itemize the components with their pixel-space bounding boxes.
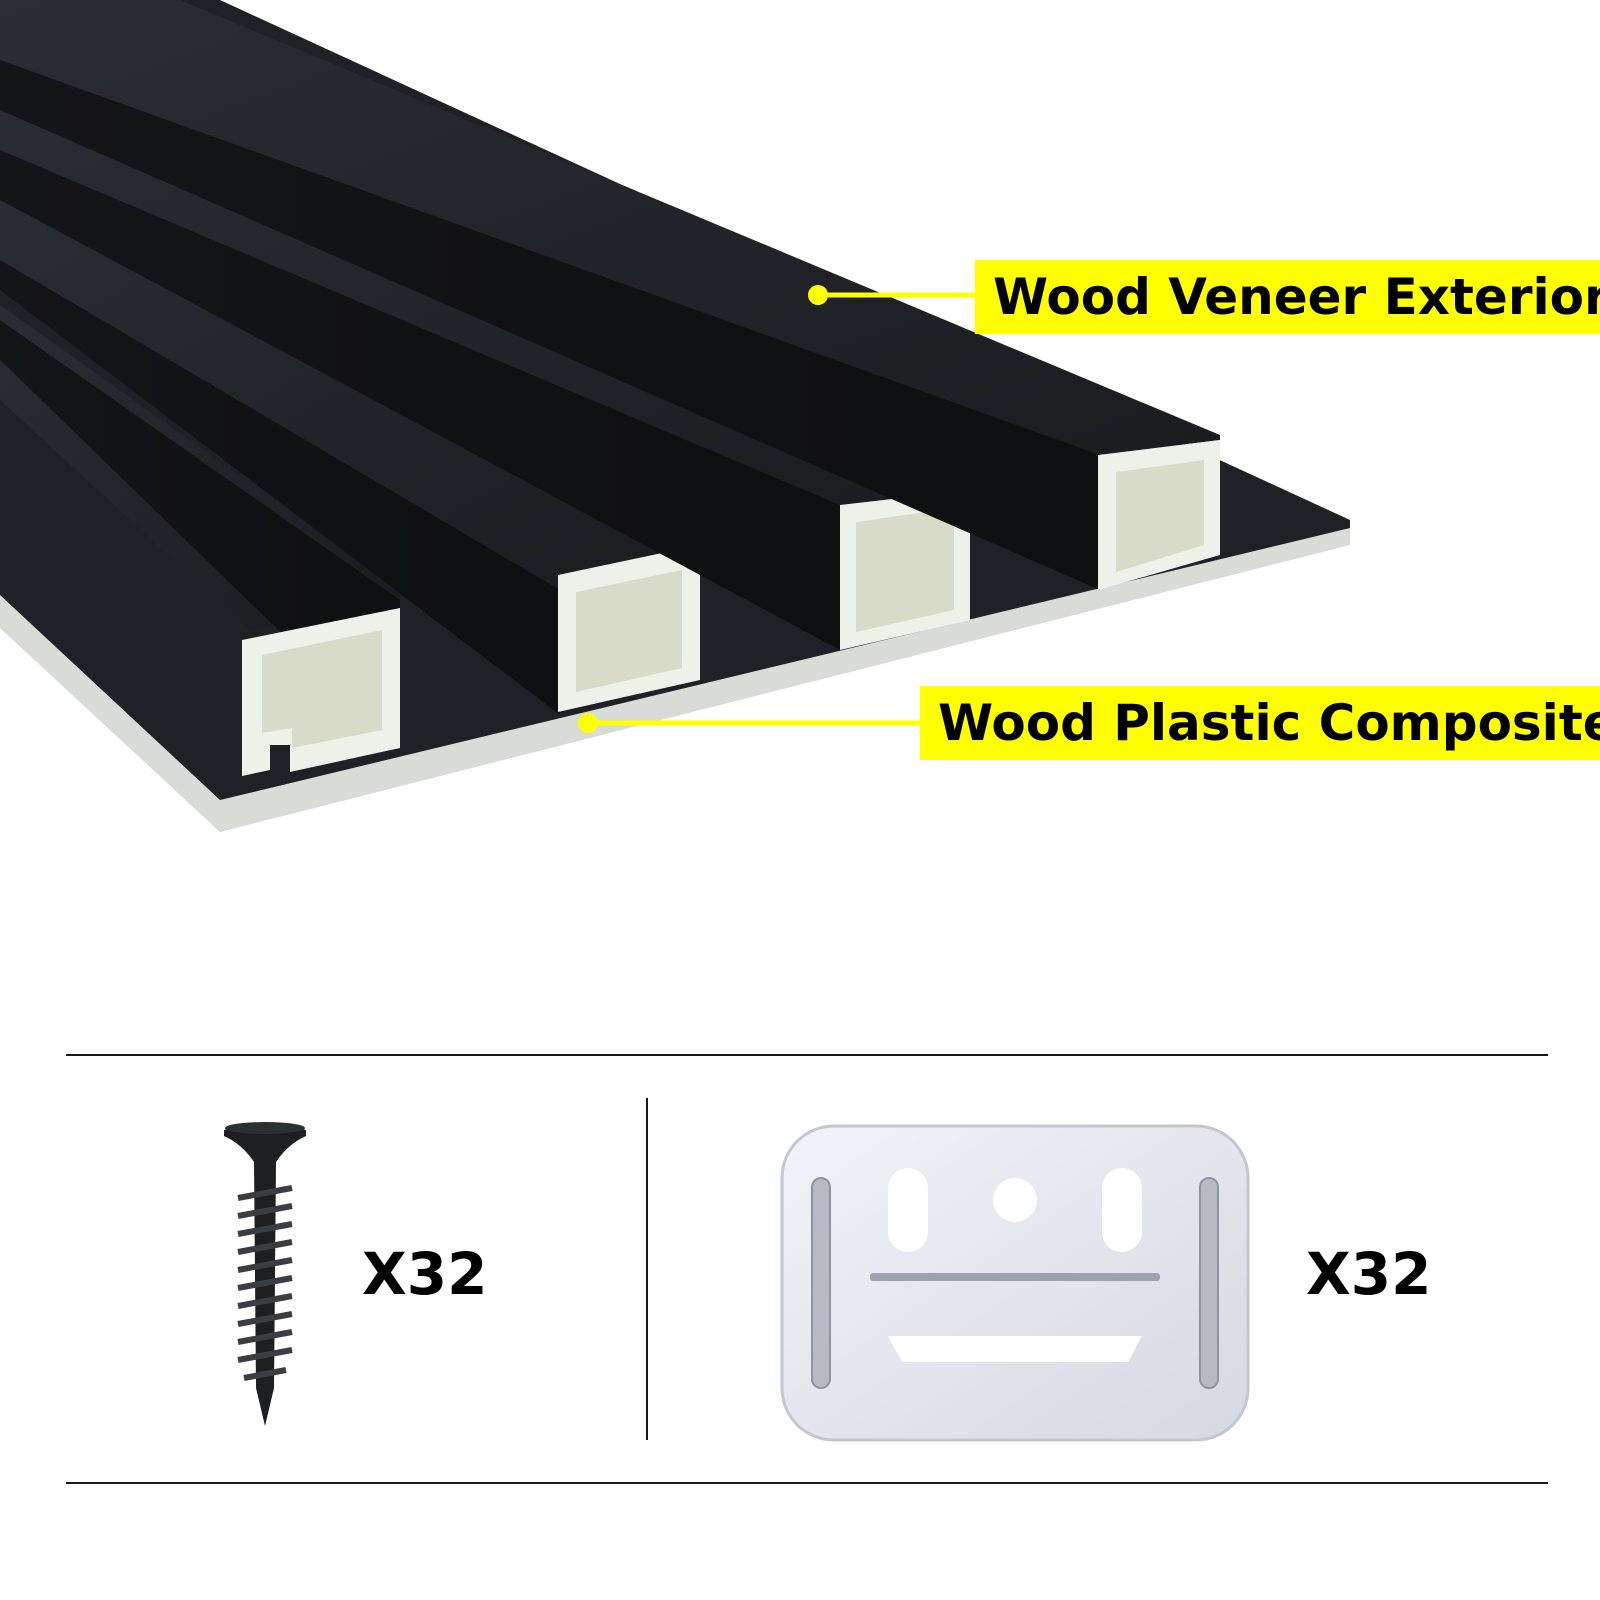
slat-3-side [0,150,840,650]
wall-panel-illustration [0,0,1350,832]
mounting-clip-icon [780,1124,1250,1442]
clip-quantity: X32 [1306,1240,1432,1308]
wpc-leader-dot [578,713,598,733]
slat-2-side [0,260,560,715]
slat-1-cavity [262,630,382,748]
slat-2-cavity [576,570,682,692]
veneer-leader-dot [808,285,828,305]
screw-icon [224,1122,306,1426]
accessories-divider [646,1098,648,1440]
slat-4-side [0,60,1100,590]
callout-wood-plastic-composite: Wood Plastic Composite [920,686,1600,760]
slat-4-top [0,0,1220,455]
slat-4-cavity [1116,460,1204,572]
screw-quantity: X32 [362,1240,488,1308]
accessories-top-rule [66,1054,1548,1056]
slat-3-cavity [856,508,954,632]
accessories-bottom-rule [66,1482,1548,1484]
callout-wood-veneer-exterior: Wood Veneer Exterior [975,260,1600,334]
